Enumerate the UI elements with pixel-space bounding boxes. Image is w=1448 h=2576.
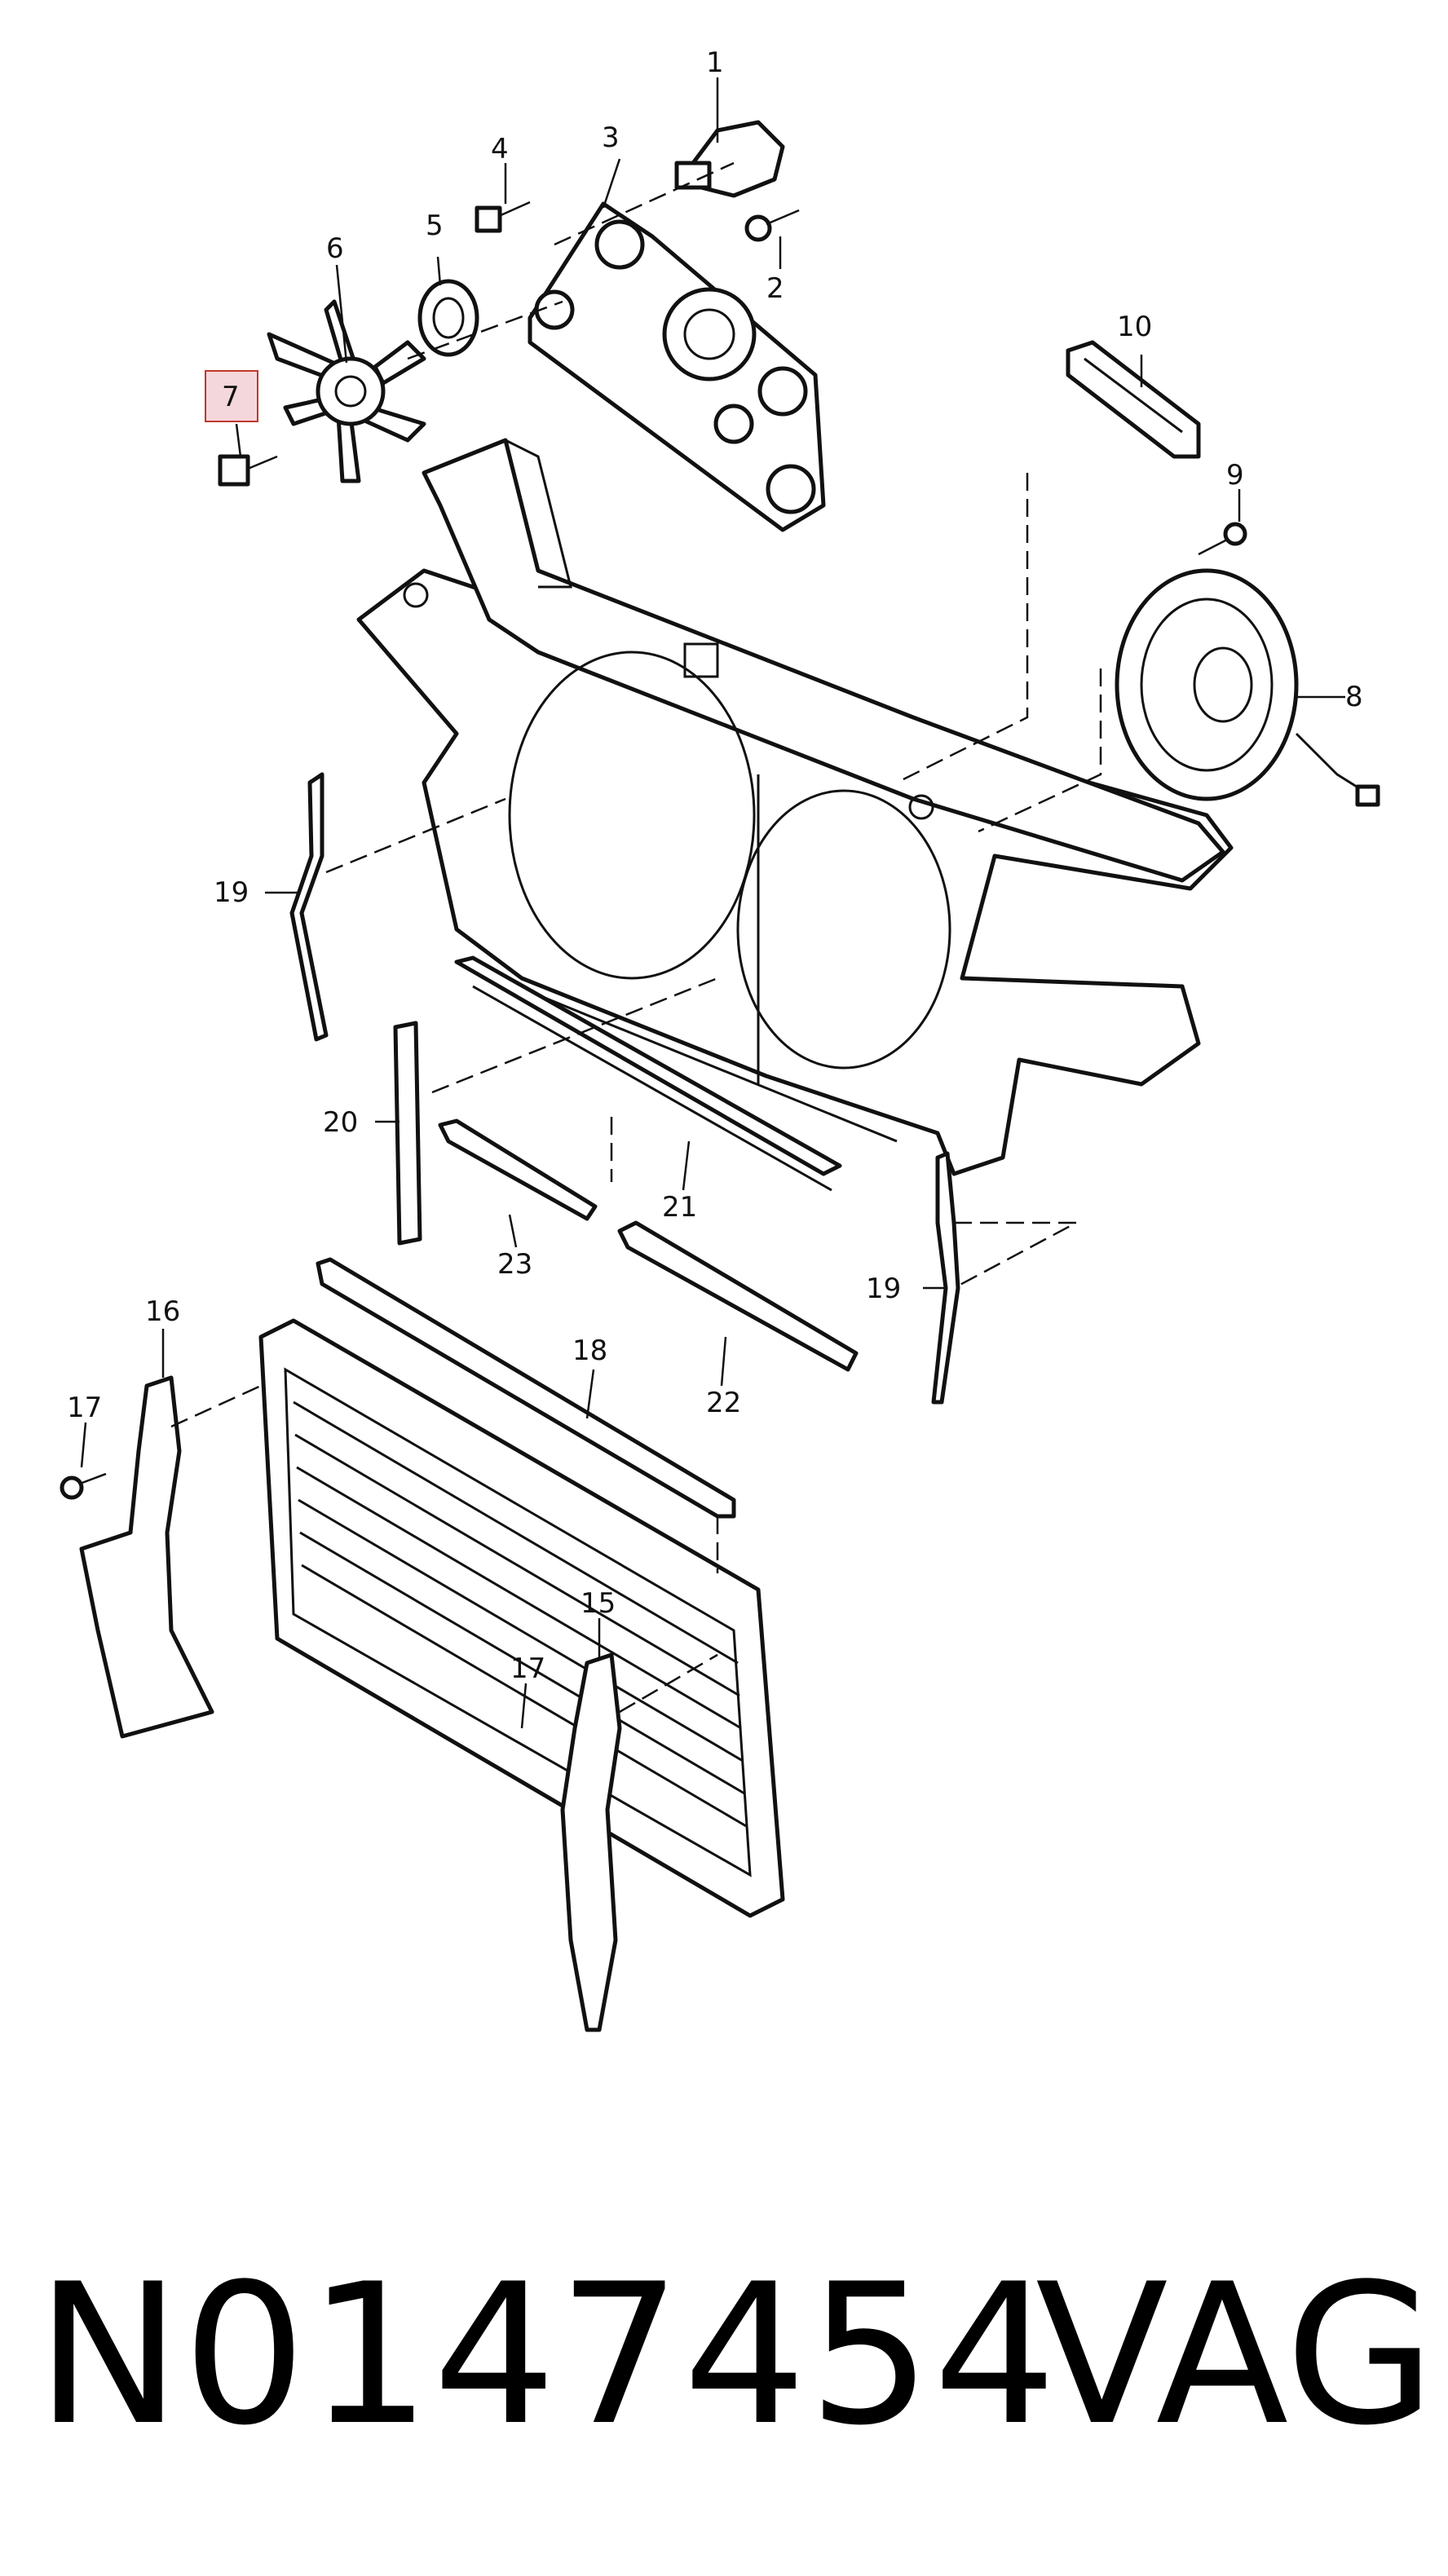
seal-19-left	[289, 772, 329, 1042]
front-carrier-frame	[356, 438, 1234, 1176]
seal-18	[316, 1257, 736, 1519]
seal-plate	[1066, 340, 1201, 459]
seal-19-right	[931, 1151, 960, 1405]
callout-10: 10	[1117, 311, 1152, 343]
callout-7-highlight	[205, 370, 258, 422]
callout-9: 9	[1226, 459, 1244, 492]
bolt-9	[1198, 522, 1247, 556]
callout-19-right: 19	[866, 1273, 901, 1305]
callout-leaders	[80, 77, 1345, 1729]
radiator	[258, 1318, 785, 1918]
side-bracket-15	[560, 1652, 622, 2032]
seal-20	[393, 1021, 422, 1246]
callout-7: 7	[222, 381, 240, 413]
assembly-lines	[170, 161, 1102, 1714]
exploded-parts-diagram: 1 2 3 4 5 6 7 8 9 10 15 16 17 17 18 19 1…	[60, 46, 1380, 2032]
callout-2: 2	[766, 272, 784, 305]
bolt-17-left	[60, 1472, 107, 1500]
part-number: N0147454	[36, 2243, 1058, 2468]
callout-22: 22	[706, 1387, 741, 1419]
temperature-sender	[674, 120, 785, 198]
callout-4: 4	[491, 133, 509, 165]
belt-pulley-assembly	[528, 201, 826, 532]
bolt-7	[218, 454, 278, 487]
callout-20: 20	[323, 1106, 358, 1139]
bolt-4	[475, 201, 531, 233]
callout-labels: 1 2 3 4 5 6 7 8 9 10 15 16 17 17 18 19 1…	[67, 46, 1363, 1685]
callout-23: 23	[497, 1248, 532, 1281]
callout-6: 6	[326, 232, 344, 265]
callout-15: 15	[581, 1587, 616, 1620]
callout-19-left: 19	[214, 876, 249, 909]
air-guide-23	[438, 1118, 598, 1221]
callout-8: 8	[1345, 681, 1363, 713]
callout-18: 18	[572, 1334, 607, 1367]
callout-17-left: 17	[67, 1392, 102, 1424]
callout-3: 3	[602, 121, 620, 154]
electric-fan	[1115, 568, 1380, 807]
viscous-coupling	[417, 279, 479, 357]
callout-5: 5	[426, 210, 444, 242]
brand-name: VAG	[1035, 2243, 1436, 2468]
air-guide-22	[617, 1220, 859, 1372]
callout-21: 21	[662, 1191, 697, 1224]
callout-16: 16	[145, 1295, 180, 1328]
side-bracket-16	[79, 1375, 214, 1739]
bolt-2	[744, 209, 800, 242]
fan-wheel	[267, 299, 426, 483]
callout-17-right: 17	[510, 1652, 545, 1685]
air-guide-21	[454, 955, 842, 1192]
callout-1: 1	[706, 46, 724, 79]
